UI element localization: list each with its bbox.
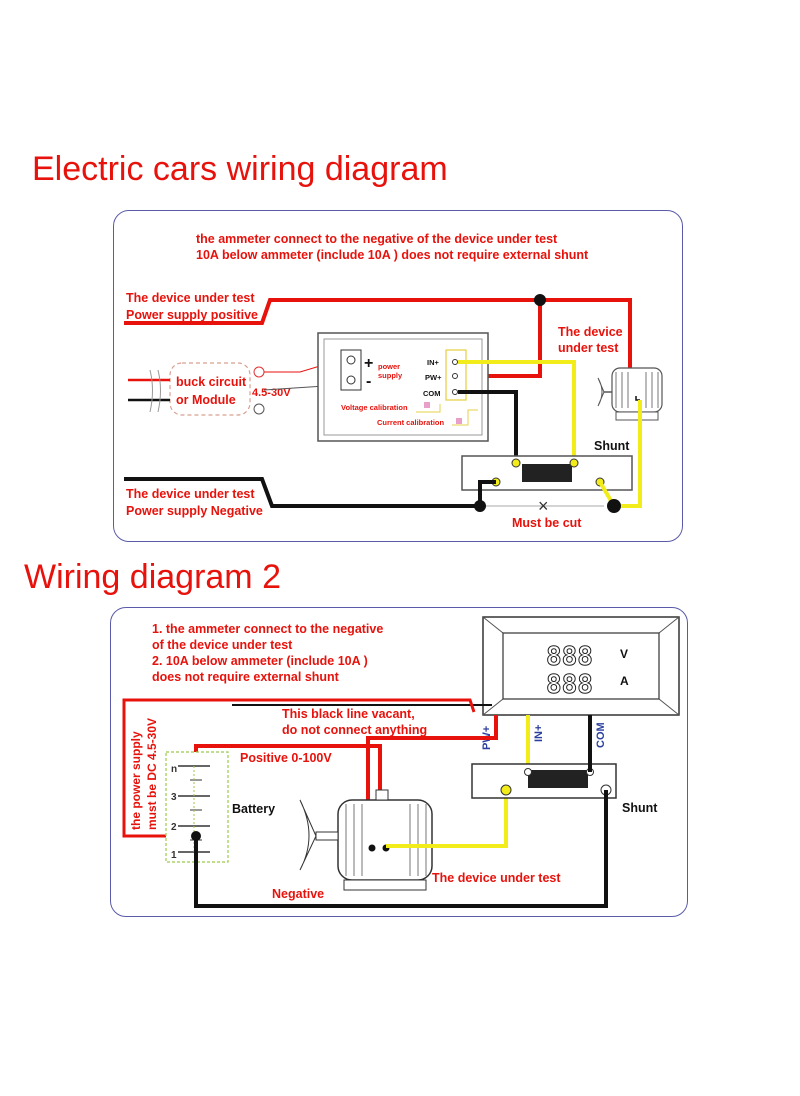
d1-note-line1: the ammeter connect to the negative of t…: [196, 232, 558, 246]
diagram1-title: Electric cars wiring diagram: [32, 150, 448, 188]
d1-junction-positive: [534, 294, 546, 306]
d2-unit-a: A: [620, 674, 629, 688]
d2-shunt-label: Shunt: [622, 801, 658, 815]
d1-device-return-wire: [614, 400, 642, 508]
d1-motor-base: [615, 411, 659, 421]
d1-wire-break: [149, 369, 161, 413]
d1-supply-negative-line2: Power supply Negative: [126, 504, 263, 518]
d1-supply-negative-line1: The device under test: [126, 487, 255, 501]
d1-positive-wire: [124, 298, 540, 325]
d1-note-line2: 10A below ammeter (include 10A ) does no…: [196, 248, 589, 262]
d2-display-voltage: 888: [546, 642, 593, 672]
d1-buck-module: [169, 362, 251, 416]
d2-vacant-line1: This black line vacant,: [282, 707, 415, 721]
d1-current-calibration: Current calibration: [377, 418, 445, 427]
d2-unit-v: V: [620, 647, 628, 661]
d2-shunt-body: [528, 770, 588, 788]
d2-negative-wire: [194, 790, 608, 908]
d1-signal-pw-terminal: [452, 373, 458, 379]
d1-in-wire: [458, 360, 576, 462]
d1-junction-right: [607, 499, 621, 513]
d2-wire-in-label: IN+: [533, 725, 545, 742]
d2-supply-wire: [122, 698, 476, 838]
d1-current-trim: [456, 418, 462, 424]
d1-plus-sign: +: [364, 355, 373, 372]
d1-buck-line2: or Module: [176, 393, 236, 407]
d1-shunt-label: Shunt: [594, 439, 630, 453]
d2-pw-wire: [366, 715, 498, 848]
d2-supply-line1: the power supply: [129, 731, 143, 830]
d2-wire-com-label: COM: [595, 722, 607, 748]
d1-com-wire: [458, 390, 518, 462]
d2-meter-screen: [502, 632, 660, 700]
d2-supply-line2: must be DC 4.5-30V: [145, 718, 159, 830]
d1-negative-wire: [124, 477, 480, 508]
d1-power-terminal-minus: [346, 375, 356, 385]
d2-motor-base: [343, 879, 427, 891]
d1-meter-inner: [323, 338, 483, 436]
d1-calibration-leads: [416, 404, 478, 426]
d2-battery-label: Battery: [232, 802, 275, 816]
d2-cell-label-3: 3: [171, 792, 177, 803]
d2-motor-fins: [345, 804, 427, 876]
d2-shunt-bolt-in: [524, 768, 532, 776]
d1-shunt-bolt2: [569, 458, 579, 468]
d2-note-line1: 1. the ammeter connect to the negative: [152, 622, 383, 636]
d2-cell-label-n: n: [171, 764, 177, 775]
d1-motor-body: [611, 367, 663, 413]
d2-shunt-bolt-left: [500, 784, 512, 796]
d1-buck-minus-terminal: [253, 403, 265, 415]
d2-motor-hook: [375, 789, 389, 801]
d1-terminal-com: COM: [423, 389, 441, 398]
d1-power-terminal-plus: [346, 355, 356, 365]
d1-voltage-trim: [424, 402, 430, 408]
d2-note-line2: of the device under test: [152, 638, 293, 652]
d2-device-label: The device under test: [432, 871, 561, 885]
d1-minus-sign: -: [366, 373, 371, 390]
d1-signal-in-terminal: [452, 359, 458, 365]
d1-buck-line1: buck circuit: [176, 375, 247, 389]
d1-device-line2: under test: [558, 341, 619, 355]
d2-note-line3: 2. 10A below ammeter (include 10A ): [152, 654, 368, 668]
d1-supply-positive-line1: The device under test: [126, 291, 255, 305]
d1-signal-com-terminal: [452, 389, 458, 395]
d1-motor-fins: [615, 372, 659, 408]
d1-power-supply-line1: power: [378, 362, 400, 371]
d1-terminal-pw: PW+: [425, 373, 442, 382]
d1-shunt-body: [522, 464, 572, 482]
d1-power-terminal-block: [340, 349, 362, 391]
d2-display-current: 888: [546, 670, 593, 700]
diagram2-title: Wiring diagram 2: [24, 558, 281, 596]
d1-device-line1: The device: [558, 325, 623, 339]
d1-must-be-cut: Must be cut: [512, 516, 582, 530]
d2-motor-shaft: [315, 831, 339, 841]
d1-shunt-bolt1: [511, 458, 521, 468]
d1-positive-to-device-wire: [540, 298, 632, 400]
d2-motor-fan: [299, 799, 317, 871]
d2-cell-label-1: 1: [171, 850, 177, 861]
d1-power-supply-line2: supply: [378, 371, 403, 380]
d1-buck-plus-terminal: [253, 366, 265, 378]
d2-negative-label: Negative: [272, 887, 324, 901]
d1-cut-mark: ×: [538, 496, 549, 516]
d2-note-line4: does not require external shunt: [152, 670, 340, 684]
d2-cell-label-2: 2: [171, 822, 177, 833]
d1-voltage-calibration: Voltage calibration: [341, 403, 408, 412]
d1-supply-positive-line2: Power supply positive: [126, 308, 258, 322]
d1-junction-left: [474, 500, 486, 512]
d2-motor-terminal-1: [368, 844, 376, 852]
d1-motor-fan: [597, 377, 605, 407]
d2-vacant-line2: do not connect anything: [282, 723, 427, 737]
d1-buck-voltage: 4.5-30V: [252, 387, 291, 399]
d2-positive-label: Positive 0-100V: [240, 751, 332, 765]
d1-negative-to-shunt-wire: [478, 480, 496, 506]
d1-terminal-in: IN+: [427, 358, 440, 367]
